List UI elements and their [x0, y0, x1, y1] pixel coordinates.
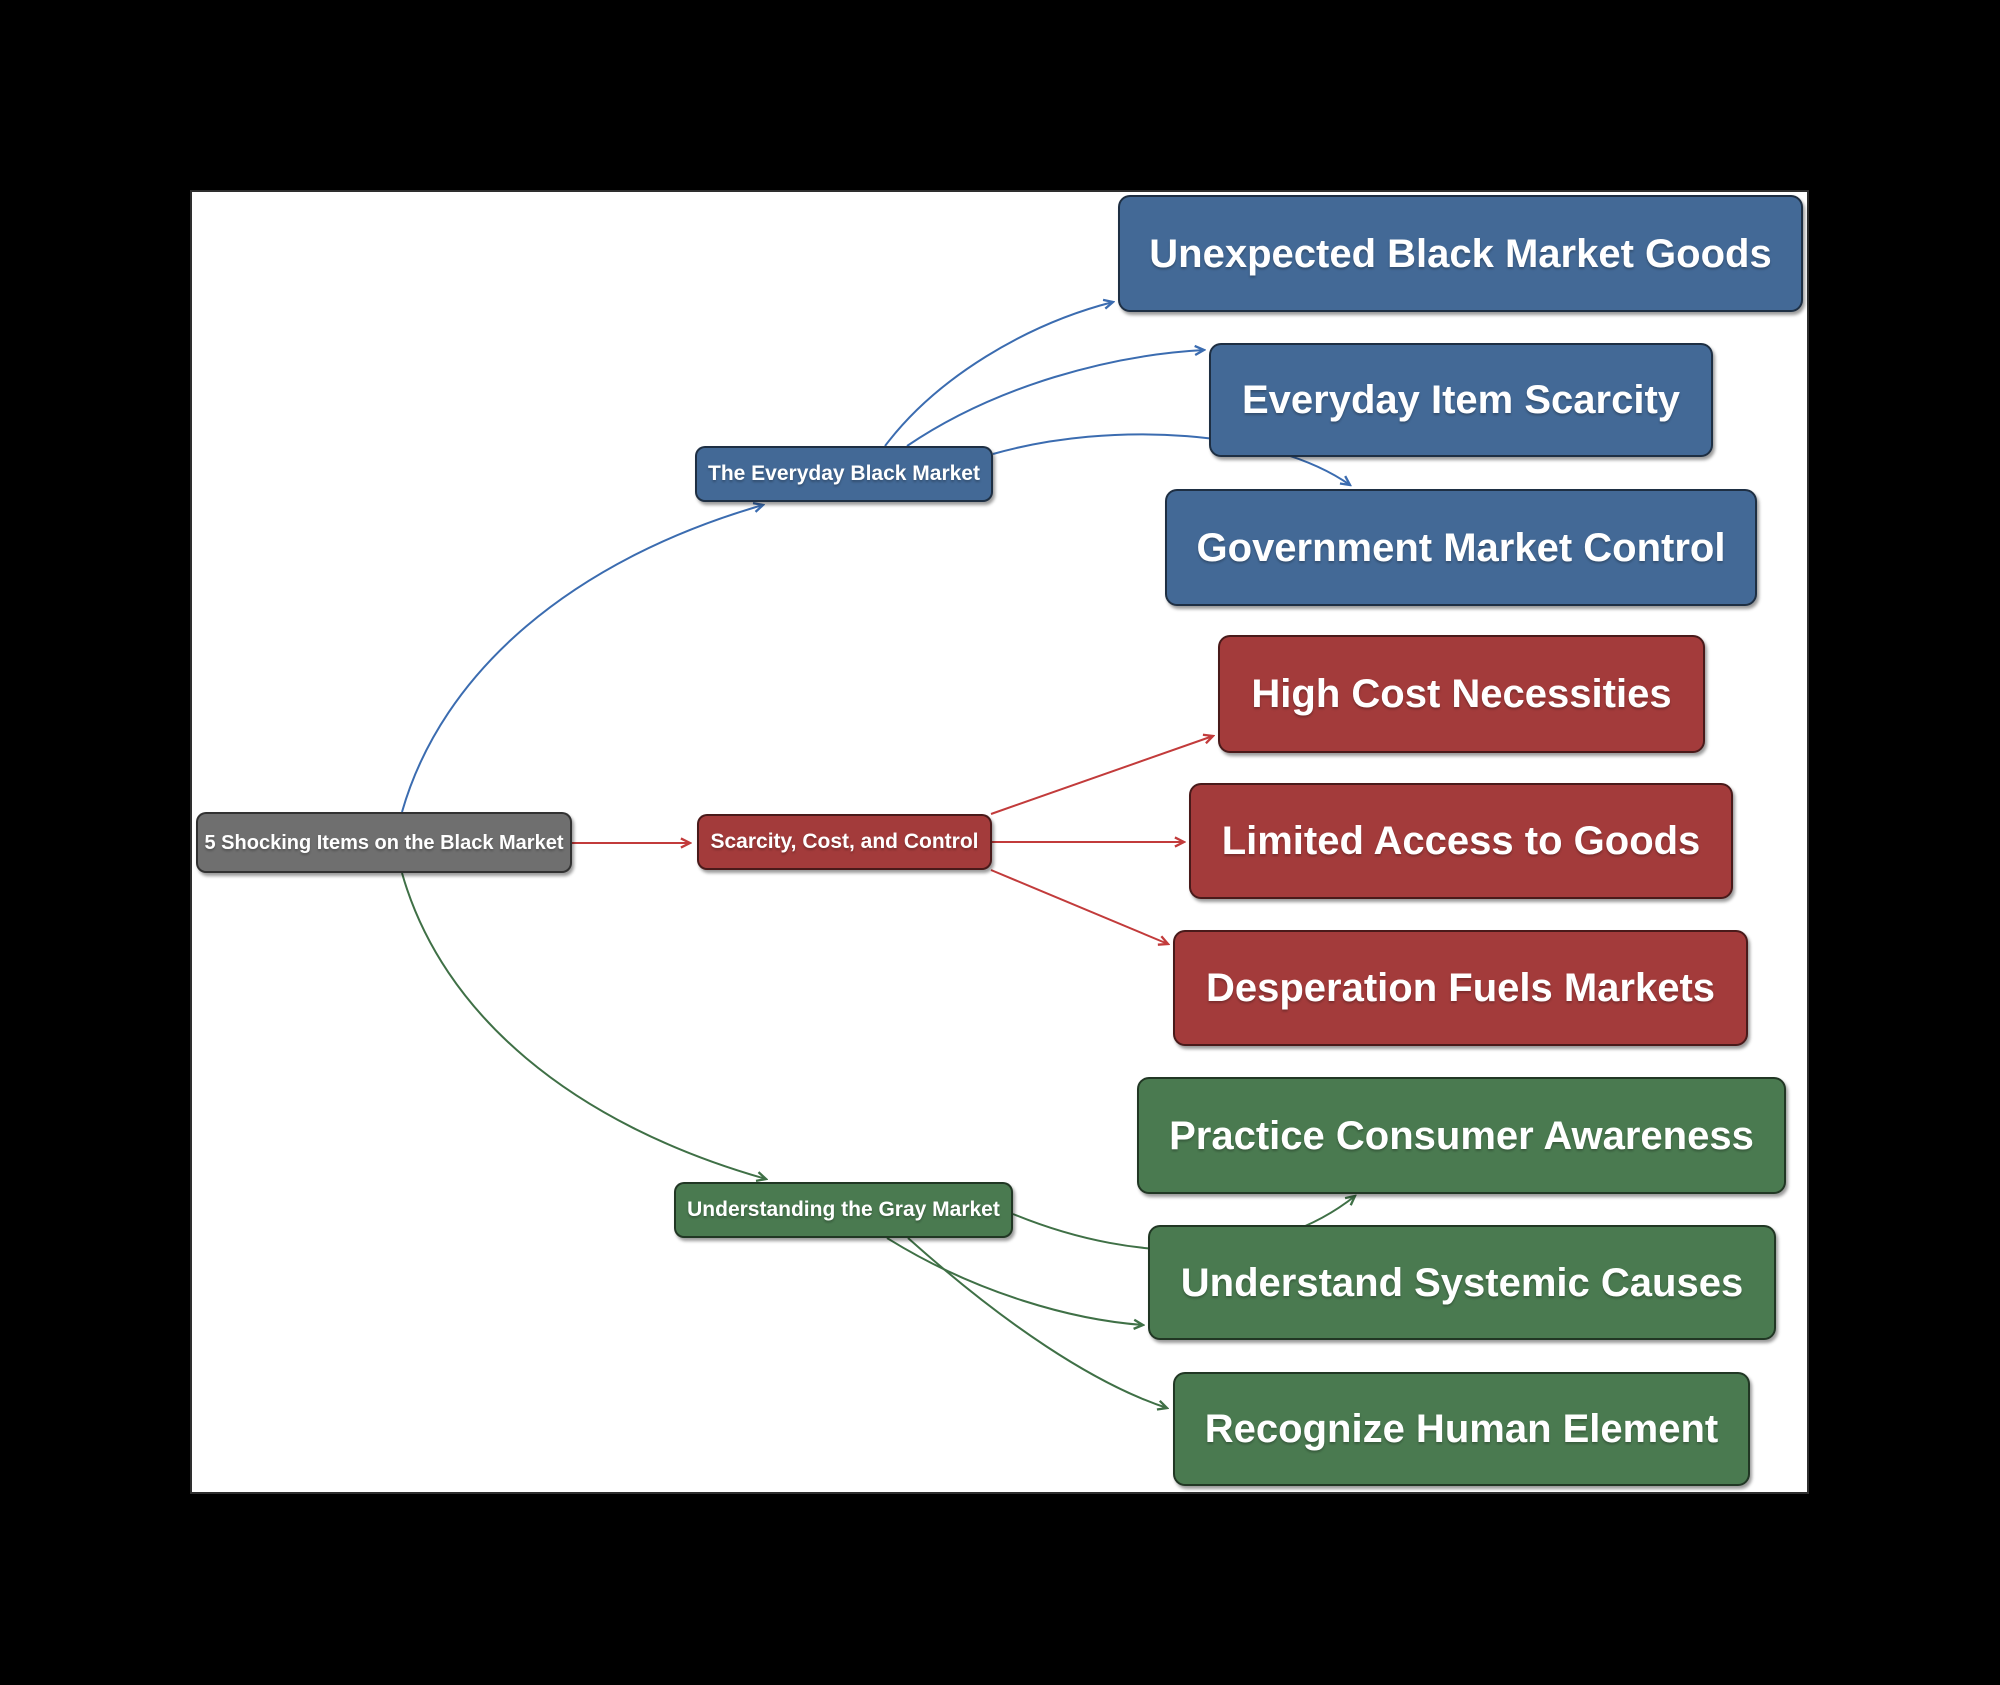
leaf-node-desperation-fuels-markets[interactable]: Desperation Fuels Markets	[1173, 930, 1748, 1046]
leaf-node-everyday-item-scarcity[interactable]: Everyday Item Scarcity	[1209, 343, 1713, 457]
edge-scarcity-to-highcost	[990, 736, 1213, 815]
branch-node-understanding-gray-market[interactable]: Understanding the Gray Market	[674, 1182, 1013, 1238]
edge-gray-to-recognize	[907, 1237, 1167, 1408]
edge-scarcity-to-desperation	[990, 869, 1168, 944]
edge-root-to-gray-branch	[401, 872, 766, 1179]
leaf-node-recognize-human-element[interactable]: Recognize Human Element	[1173, 1372, 1750, 1486]
branch-node-scarcity-cost-control[interactable]: Scarcity, Cost, and Control	[697, 814, 992, 870]
edge-gray-to-understand	[886, 1237, 1143, 1325]
leaf-node-unexpected-black-market-goods[interactable]: Unexpected Black Market Goods	[1118, 195, 1803, 312]
edge-everyday-to-unexpected	[884, 302, 1113, 447]
leaf-node-government-market-control[interactable]: Government Market Control	[1165, 489, 1757, 606]
edge-everyday-to-item-scarcity	[906, 350, 1204, 447]
leaf-node-high-cost-necessities[interactable]: High Cost Necessities	[1218, 635, 1705, 753]
edge-root-to-everyday-branch	[401, 505, 763, 813]
leaf-node-understand-systemic-causes[interactable]: Understand Systemic Causes	[1148, 1225, 1776, 1340]
branch-node-everyday-black-market[interactable]: The Everyday Black Market	[695, 446, 993, 502]
root-node-5-shocking-items[interactable]: 5 Shocking Items on the Black Market	[196, 812, 572, 873]
leaf-node-practice-consumer-awareness[interactable]: Practice Consumer Awareness	[1137, 1077, 1786, 1194]
mindmap-canvas: 5 Shocking Items on the Black Market The…	[192, 192, 1807, 1492]
leaf-node-limited-access-to-goods[interactable]: Limited Access to Goods	[1189, 783, 1733, 899]
